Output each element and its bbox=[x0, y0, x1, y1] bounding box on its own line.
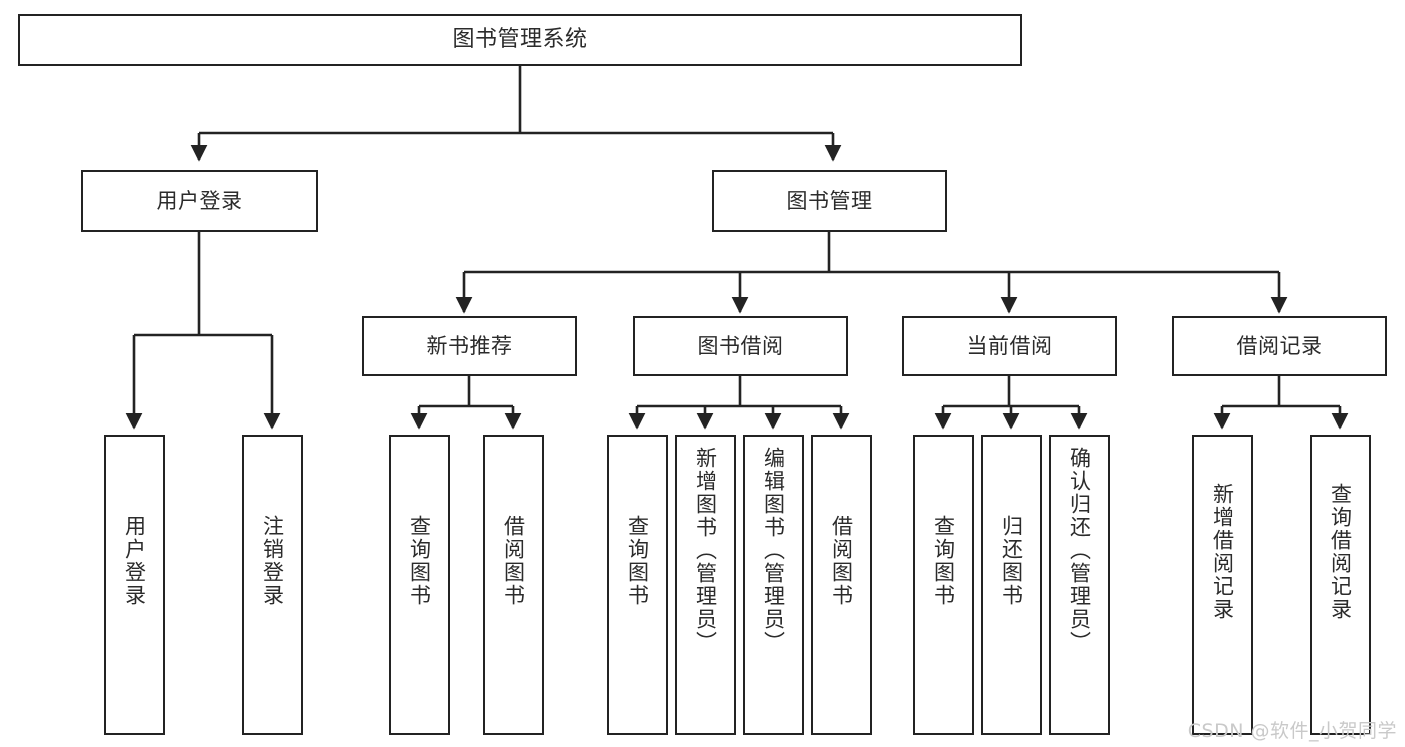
node-label: 查询图书 bbox=[407, 515, 432, 607]
node-leaf-borrow-book-new[interactable]: 借阅图书 bbox=[483, 435, 544, 735]
node-label: 图书管理系统 bbox=[452, 27, 588, 53]
node-leaf-add-borrow-record[interactable]: 新增借阅记录 bbox=[1192, 435, 1253, 735]
node-label: 查询借阅记录 bbox=[1328, 483, 1353, 621]
node-root-system[interactable]: 图书管理系统 bbox=[18, 14, 1022, 66]
node-current-borrow[interactable]: 当前借阅 bbox=[902, 316, 1117, 376]
node-borrow-record[interactable]: 借阅记录 bbox=[1172, 316, 1387, 376]
node-label: 借阅图书 bbox=[829, 515, 854, 607]
node-label: 当前借阅 bbox=[966, 333, 1053, 358]
node-label: 用户登录 bbox=[156, 188, 243, 213]
node-leaf-edit-book-admin[interactable]: 编辑图书（管理员） bbox=[743, 435, 804, 735]
node-leaf-query-book-new[interactable]: 查询图书 bbox=[389, 435, 450, 735]
node-leaf-add-book-admin[interactable]: 新增图书（管理员） bbox=[675, 435, 736, 735]
node-label: 图书管理 bbox=[786, 188, 873, 213]
node-leaf-query-book-current[interactable]: 查询图书 bbox=[913, 435, 974, 735]
node-label: 查询图书 bbox=[625, 515, 650, 607]
node-label: 图书借阅 bbox=[697, 333, 784, 358]
node-leaf-query-borrow-record[interactable]: 查询借阅记录 bbox=[1310, 435, 1371, 735]
node-leaf-confirm-return-admin[interactable]: 确认归还（管理员） bbox=[1049, 435, 1110, 735]
node-leaf-return-book[interactable]: 归还图书 bbox=[981, 435, 1042, 735]
node-leaf-query-book-borrow[interactable]: 查询图书 bbox=[607, 435, 668, 735]
node-book-borrow[interactable]: 图书借阅 bbox=[633, 316, 848, 376]
node-label: 注销登录 bbox=[260, 515, 285, 607]
node-new-book-recommend[interactable]: 新书推荐 bbox=[362, 316, 577, 376]
node-label: 新增图书（管理员） bbox=[693, 447, 718, 654]
node-leaf-logout[interactable]: 注销登录 bbox=[242, 435, 303, 735]
node-user-login[interactable]: 用户登录 bbox=[81, 170, 318, 232]
node-label: 确认归还（管理员） bbox=[1067, 447, 1092, 654]
node-label: 借阅图书 bbox=[501, 515, 526, 607]
node-book-management[interactable]: 图书管理 bbox=[712, 170, 947, 232]
watermark-text: CSDN @软件_小贺同学 bbox=[1187, 720, 1397, 742]
node-label: 借阅记录 bbox=[1236, 333, 1323, 358]
node-label: 用户登录 bbox=[122, 515, 147, 607]
node-label: 新书推荐 bbox=[426, 333, 513, 358]
node-label: 查询图书 bbox=[931, 515, 956, 607]
node-label: 新增借阅记录 bbox=[1210, 483, 1235, 621]
node-leaf-lend-book[interactable]: 借阅图书 bbox=[811, 435, 872, 735]
node-label: 编辑图书（管理员） bbox=[761, 447, 786, 654]
node-leaf-user-login[interactable]: 用户登录 bbox=[104, 435, 165, 735]
node-label: 归还图书 bbox=[999, 515, 1024, 607]
